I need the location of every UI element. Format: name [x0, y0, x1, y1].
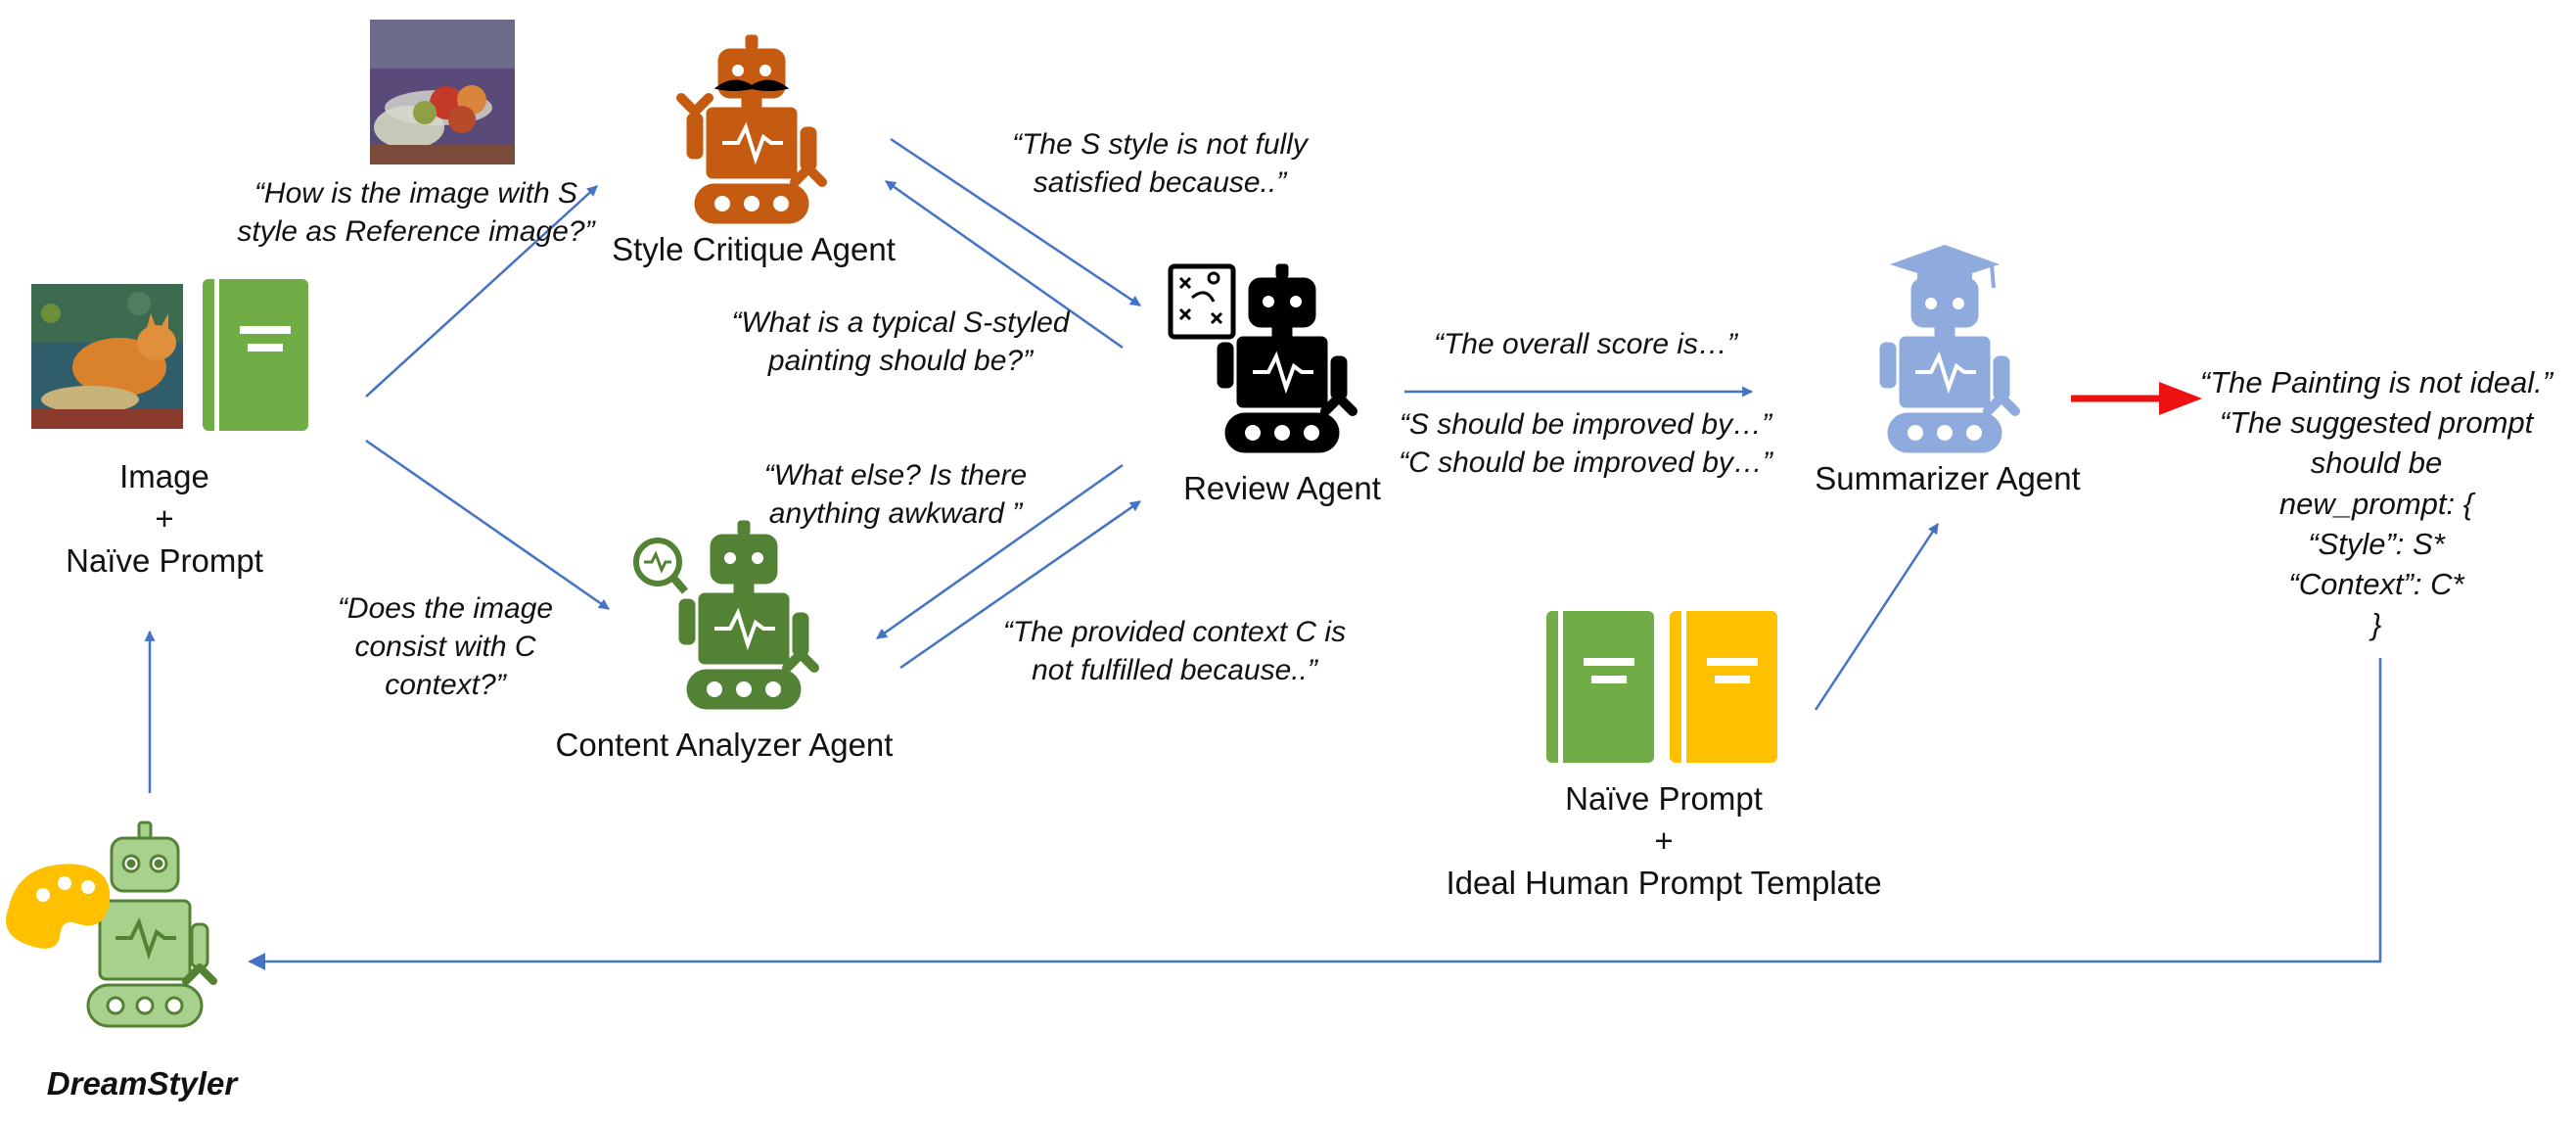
quote-what-else: “What else? Is there anything awkward ” — [729, 456, 1062, 533]
naive-prompt-label: Naïve Prompt — [66, 541, 263, 579]
output-line: new_prompt: { — [2278, 486, 2474, 521]
quote-line: satisfied because..” — [1033, 166, 1287, 199]
input-label: Image + Naïve Prompt — [47, 456, 282, 583]
output-suggested-prompt: “The Painting is not ideal.” “The sugges… — [2181, 362, 2572, 645]
mustache-robot-icon — [676, 35, 822, 223]
quote-line: “What else? Is there — [763, 459, 1028, 492]
quote-line: “The S style is not fully — [1012, 128, 1308, 161]
output-line: “Context”: C* — [2288, 567, 2464, 602]
arrow-output-feedback-loop — [248, 658, 2382, 970]
quote-line: “What is a typical S-styled — [731, 306, 1070, 339]
quote-line: “C should be improved by…” — [1399, 446, 1772, 479]
quote-style-reference: “How is the image with S style as Refere… — [210, 174, 621, 251]
summarizer-agent-label: Summarizer Agent — [1815, 460, 2081, 496]
arrow-template-to-summarizer — [1814, 523, 1940, 711]
quote-context-consistency: “Does the image consist with C context?” — [313, 589, 577, 704]
arrows — [144, 137, 2382, 970]
output-line: } — [2370, 607, 2382, 642]
output-line: “The Painting is not ideal.” — [2199, 365, 2553, 399]
arrow-review-to-content — [876, 463, 1124, 640]
red-arrow — [2071, 382, 2202, 415]
graduation-cap-robot-icon — [1880, 245, 2015, 452]
arrow-input-to-style — [365, 185, 598, 398]
quote-context-not-fulfilled: “The provided context C is not fulfilled… — [979, 613, 1370, 689]
dreamstyler-label: DreamStyler — [46, 1065, 238, 1102]
template-label: Naïve Prompt + Ideal Human Prompt Templa… — [1390, 778, 1938, 905]
magnifier-robot-icon — [633, 521, 814, 709]
quote-line: consist with C — [354, 631, 536, 663]
review-agent-label: Review Agent — [1183, 470, 1381, 506]
book-icon — [1670, 611, 1777, 763]
quote-line: “Does the image — [337, 592, 554, 625]
quote-line: style as Reference image?” — [237, 215, 595, 248]
book-icon — [1546, 611, 1654, 763]
quote-line: “How is the image with S — [253, 177, 578, 210]
output-line: “The suggested prompt — [2219, 405, 2534, 441]
arrow-style-to-review — [890, 137, 1141, 307]
quote-line: not fulfilled because..” — [1032, 654, 1317, 686]
arrow-input-to-content — [365, 439, 610, 611]
quote-line: anything awkward ” — [768, 497, 1023, 530]
quote-typical-style: “What is a typical S-styled painting sho… — [714, 304, 1086, 380]
quote-overall-score: “The overall score is…” — [1433, 328, 1738, 360]
quote-style-not-satisfied: “The S style is not fully satisfied beca… — [989, 125, 1331, 202]
template-ideal: Ideal Human Prompt Template — [1446, 864, 1882, 901]
arrow-review-to-style — [885, 179, 1124, 350]
template-plus: + — [1654, 821, 1674, 859]
quote-improvements: “S should be improved by…” “C should be … — [1390, 405, 1781, 482]
style-critique-agent-label: Style Critique Agent — [612, 231, 896, 267]
input-image — [31, 284, 183, 429]
strategy-board-robot-icon — [1168, 264, 1353, 452]
quote-line: “The provided context C is — [1002, 616, 1347, 648]
quote-line: context?” — [385, 669, 506, 701]
book-icon — [203, 279, 308, 431]
quote-line: painting should be?” — [767, 345, 1034, 377]
quote-line: “S should be improved by…” — [1399, 408, 1772, 441]
arrow-content-to-review — [899, 499, 1141, 670]
template-naive-prompt: Naïve Prompt — [1565, 780, 1763, 817]
image-label: Image — [119, 458, 209, 494]
plus-label: + — [155, 499, 174, 537]
content-analyzer-agent-label: Content Analyzer Agent — [555, 727, 894, 763]
reference-image — [370, 20, 515, 164]
output-line: “Style”: S* — [2308, 526, 2445, 561]
palette-robot-icon — [6, 821, 217, 1028]
output-line: should be — [2310, 446, 2443, 481]
